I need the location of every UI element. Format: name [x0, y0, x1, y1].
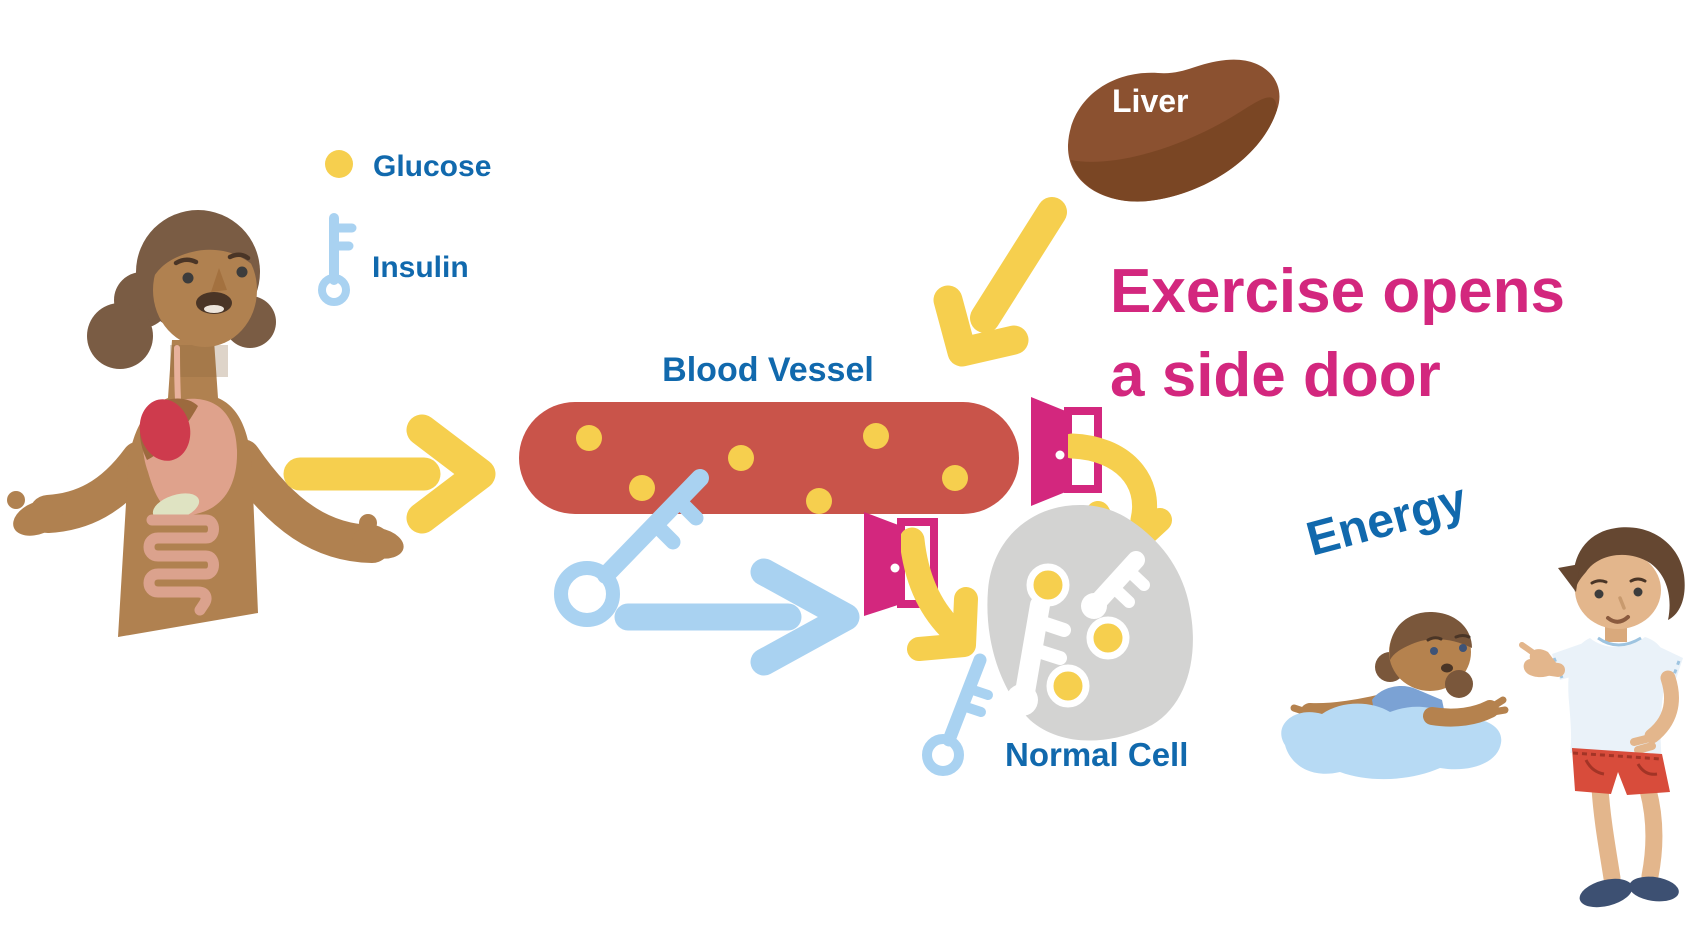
- woman-bangs: [153, 220, 260, 278]
- boy-left-shoe: [1579, 878, 1633, 908]
- energy-label: Energy: [1301, 473, 1472, 566]
- woman-eye-right: [236, 266, 248, 278]
- woman-teeth: [204, 305, 224, 313]
- door-knob: [1055, 450, 1065, 460]
- key-ring: [554, 561, 620, 627]
- swimmer-front-hand: [1488, 696, 1509, 716]
- arrow-head: [406, 414, 496, 534]
- boy-hair-spike: [1558, 564, 1580, 592]
- key-shaft: [942, 653, 987, 747]
- insulin-legend-label: Insulin: [372, 251, 469, 284]
- swimmer-eye: [1430, 647, 1438, 655]
- boy-nose: [1618, 596, 1626, 610]
- headline-line2: a side door: [1110, 341, 1441, 410]
- woman-nose: [211, 268, 227, 292]
- boy-pockets: [1584, 759, 1658, 776]
- key-teeth: [331, 223, 357, 251]
- boy-collar: [1597, 636, 1642, 647]
- woman-left-hand: [13, 500, 63, 536]
- swimmer-hair-side: [1445, 670, 1473, 698]
- headline-line1: Exercise opens: [1110, 257, 1565, 326]
- glucose-legend-label: Glucose: [373, 150, 491, 183]
- boy-hair: [1573, 527, 1685, 620]
- glucose-dot: [806, 488, 832, 514]
- boy-left-hand: [1523, 649, 1560, 678]
- insulin-key-large: [554, 469, 709, 627]
- swimmer-brows: [1426, 634, 1471, 642]
- woman-eyebrow-left: [173, 257, 199, 266]
- liver: Liver: [1067, 59, 1280, 202]
- arrow-through-end-door: [1059, 433, 1157, 533]
- liver-label: Liver: [1112, 83, 1188, 119]
- cell-glucose-dot: [1086, 616, 1130, 660]
- cell-glucose-dot: [1026, 563, 1070, 607]
- door-leaf: [864, 512, 901, 616]
- insulin-arrow: [614, 558, 860, 676]
- glucose-dot: [576, 425, 602, 451]
- blood-vessel-label: Blood Vessel: [662, 351, 874, 389]
- normal-cell: [987, 505, 1193, 741]
- pancreas: [152, 493, 200, 521]
- boy-shirt: [1568, 637, 1667, 759]
- boy-mouth: [1606, 615, 1630, 624]
- insulin-key-small: [922, 653, 993, 776]
- swimmer-front-arm: [1423, 700, 1499, 727]
- insulin-key-icon: [318, 213, 357, 306]
- door-knob: [890, 563, 900, 573]
- glucose-dot: [863, 423, 889, 449]
- boy-right-shoe: [1629, 876, 1679, 902]
- boy-shorts: [1572, 748, 1670, 795]
- cell-glucose-dot: [1046, 664, 1090, 708]
- blood-vessel-shape: [519, 402, 1019, 514]
- boy-eye: [1633, 587, 1643, 597]
- woman-figure: [7, 210, 404, 637]
- woman-hair-bun-left: [87, 303, 153, 369]
- arrow-liver-to-vessel: [933, 197, 1067, 367]
- glucose-legend-dot: [325, 150, 353, 178]
- key-teeth: [958, 684, 993, 717]
- side-door-lower: [864, 512, 978, 661]
- boy-thumb: [1519, 642, 1535, 655]
- boy-face: [1575, 551, 1661, 629]
- door-leaf: [1031, 397, 1068, 506]
- intestines: [143, 514, 219, 616]
- woman-eye-left: [182, 272, 194, 284]
- boy-figure: [1519, 527, 1685, 908]
- woman-left-thumb: [7, 491, 25, 509]
- arrow-through-side-door: [899, 527, 964, 642]
- glucose-dot: [942, 465, 968, 491]
- boy-right-hand: [1630, 734, 1656, 754]
- woman-right-thumb: [359, 514, 377, 532]
- cell-receptor: [1006, 595, 1071, 716]
- boy-brows: [1590, 577, 1647, 585]
- blood-vessel: [519, 402, 1019, 514]
- swimmer-mouth: [1441, 663, 1453, 673]
- woman-right-hand: [352, 527, 404, 559]
- key-teeth: [647, 492, 704, 550]
- arrow-head: [933, 285, 1029, 367]
- arrow-shaft: [970, 197, 1067, 333]
- receptor-teeth: [1105, 562, 1150, 608]
- cell-receptor: [1081, 551, 1150, 619]
- liver-shade: [1071, 97, 1277, 202]
- boy-right-arm: [1644, 670, 1679, 744]
- boy-waistband: [1572, 751, 1662, 761]
- boy-left-leg: [1591, 779, 1621, 887]
- swimmer-figure: [1281, 611, 1509, 780]
- boy-eye: [1594, 589, 1604, 599]
- arrow-person-to-vessel: [283, 414, 496, 534]
- boy-right-leg: [1639, 781, 1663, 885]
- legend: Glucose Insulin: [318, 150, 491, 306]
- woman-eyebrow-right: [227, 252, 251, 261]
- arrow-head: [750, 558, 860, 676]
- arrow-head: [907, 587, 978, 661]
- swimmer-hair: [1389, 611, 1472, 660]
- inner-organ-red: [139, 399, 191, 461]
- glucose-dot: [728, 445, 754, 471]
- glucose-dot: [629, 475, 655, 501]
- swimmer-eye: [1459, 644, 1467, 652]
- receptor-teeth: [1028, 615, 1071, 665]
- normal-cell-label: Normal Cell: [1005, 736, 1188, 773]
